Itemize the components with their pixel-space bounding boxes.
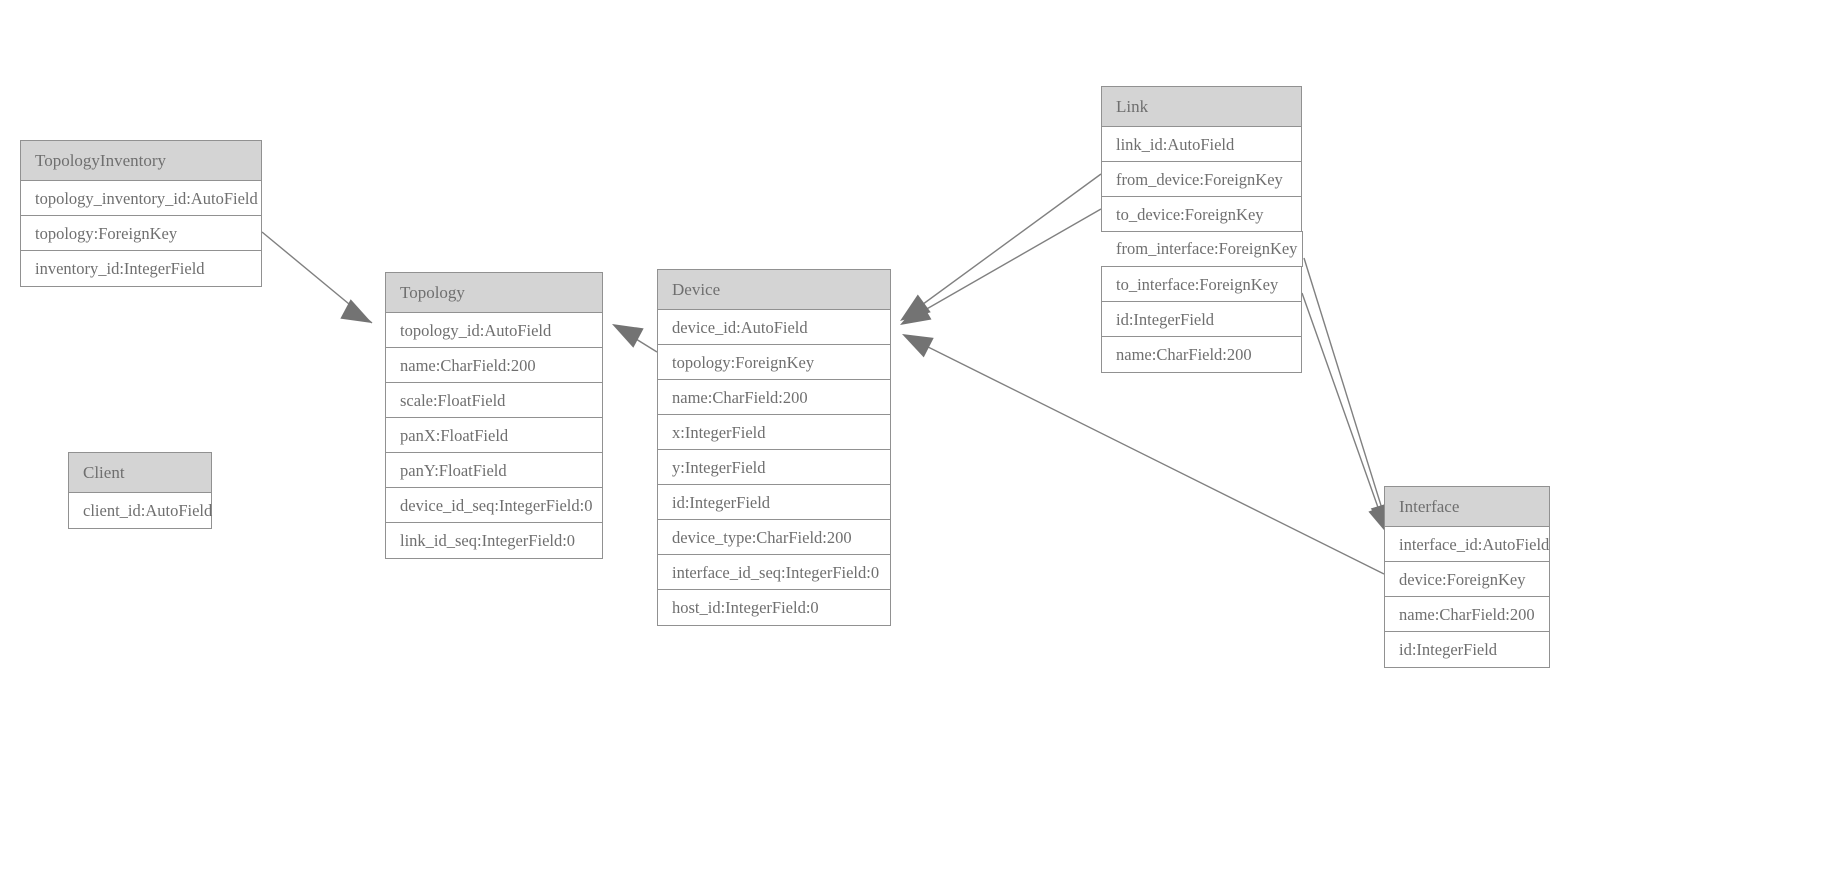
entity-field[interactable]: topology:ForeignKey xyxy=(658,345,890,380)
entity-field[interactable]: link_id:AutoField xyxy=(1102,127,1301,162)
relationship-arrowhead xyxy=(340,299,372,323)
entity-title: Device xyxy=(658,270,890,310)
entity-title: Topology xyxy=(386,273,602,313)
relationship-line xyxy=(614,325,658,353)
entity-field[interactable]: device_id:AutoField xyxy=(658,310,890,345)
relationship-line xyxy=(1301,292,1387,531)
entity-field[interactable]: topology_id:AutoField xyxy=(386,313,602,348)
entity-field[interactable]: id:IntegerField xyxy=(658,485,890,520)
entity-field[interactable]: device_id_seq:IntegerField:0 xyxy=(386,488,602,523)
entity-field[interactable]: y:IntegerField xyxy=(658,450,890,485)
relationship-line xyxy=(261,231,373,324)
entity-topology[interactable]: Topology topology_id:AutoField name:Char… xyxy=(385,272,603,559)
entity-field[interactable]: topology:ForeignKey xyxy=(21,216,261,251)
entity-field[interactable]: client_id:AutoField xyxy=(69,493,212,528)
entity-field[interactable]: name:CharField:200 xyxy=(658,380,890,415)
entity-title: TopologyInventory xyxy=(21,141,261,181)
entity-interface[interactable]: Interface interface_id:AutoField device:… xyxy=(1384,486,1550,668)
relationship-arrowhead xyxy=(902,334,934,358)
entity-device[interactable]: Device device_id:AutoField topology:Fore… xyxy=(657,269,891,626)
entity-field[interactable]: inventory_id:IntegerField xyxy=(21,251,261,286)
entity-field[interactable]: x:IntegerField xyxy=(658,415,890,450)
entity-field[interactable]: id:IntegerField xyxy=(1385,632,1549,667)
relationship-arrowhead xyxy=(612,324,644,348)
entity-field[interactable]: name:CharField:200 xyxy=(386,348,602,383)
entity-field[interactable]: link_id_seq:IntegerField:0 xyxy=(386,523,602,558)
entity-field[interactable]: panY:FloatField xyxy=(386,453,602,488)
entity-field[interactable]: from_device:ForeignKey xyxy=(1102,162,1301,197)
entity-field[interactable]: to_interface:ForeignKey xyxy=(1102,267,1301,302)
entity-field[interactable]: device_type:CharField:200 xyxy=(658,520,890,555)
entity-topology-inventory[interactable]: TopologyInventory topology_inventory_id:… xyxy=(20,140,262,287)
entity-field[interactable]: to_device:ForeignKey xyxy=(1102,197,1301,232)
relationship-arrowhead xyxy=(900,300,932,325)
entity-client[interactable]: Client client_id:AutoField xyxy=(68,452,212,529)
entity-field[interactable]: interface_id_seq:IntegerField:0 xyxy=(658,555,890,590)
entity-field[interactable]: device:ForeignKey xyxy=(1385,562,1549,597)
entity-field[interactable]: from_interface:ForeignKey xyxy=(1101,231,1303,267)
entity-title: Client xyxy=(69,453,211,493)
entity-field[interactable]: topology_inventory_id:AutoField xyxy=(21,181,261,216)
entity-field[interactable]: interface_id:AutoField xyxy=(1385,527,1549,562)
entity-link[interactable]: Link link_id:AutoField from_device:Forei… xyxy=(1101,86,1303,373)
entity-field[interactable]: id:IntegerField xyxy=(1102,302,1301,337)
entity-title: Link xyxy=(1102,87,1301,127)
entity-field[interactable]: host_id:IntegerField:0 xyxy=(658,590,890,625)
entity-field[interactable]: panX:FloatField xyxy=(386,418,602,453)
relationship-line xyxy=(903,208,1102,323)
entity-title: Interface xyxy=(1385,487,1549,527)
relationship-arrowhead xyxy=(900,294,931,321)
entity-field[interactable]: name:CharField:200 xyxy=(1102,337,1301,372)
entity-field[interactable]: name:CharField:200 xyxy=(1385,597,1549,632)
entity-field[interactable]: scale:FloatField xyxy=(386,383,602,418)
relationship-line xyxy=(1303,257,1389,529)
relationship-line xyxy=(903,173,1102,319)
